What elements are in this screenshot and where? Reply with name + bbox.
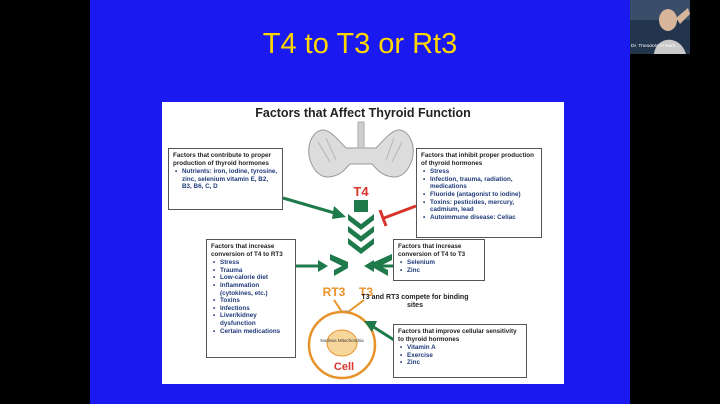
t3-increase-arrow (364, 260, 393, 272)
compete-caption: T3 and RT3 compete for binding sites (361, 294, 469, 309)
presentation-slide: T4 to T3 or Rt3 Factors that Affect Thyr… (90, 0, 630, 404)
webcam-thumbnail[interactable] (630, 0, 690, 54)
presenter-name: Dr. Theodore Friedm... (631, 44, 680, 49)
contribute-factors-box: Factors that contribute to proper produc… (168, 148, 283, 210)
box-heading: Factors that increase conversion of T4 t… (211, 243, 283, 258)
presenter-video-icon (630, 0, 690, 54)
list-item: Liver/kidney dysfunction (213, 312, 291, 327)
t3-label: T3 (359, 285, 373, 299)
diagram-graphics: T4 (282, 121, 417, 380)
cell-diagram (307, 310, 377, 380)
inhibit-marker (378, 204, 417, 227)
list-item: Autoimmune disease: Celiac (423, 214, 537, 222)
list-item: Fluoride (antagonist to iodine) (423, 191, 537, 199)
box-heading: Factors that contribute to proper produc… (173, 152, 271, 167)
rt3-label: RT3 (323, 285, 346, 299)
t4-label: T4 (353, 184, 369, 199)
factor-list: Stress Trauma Low-calorie diet Inflammat… (211, 259, 291, 335)
list-item: Zinc (400, 359, 522, 367)
list-item: Nutrients: iron, iodine, tyrosine, zinc,… (175, 168, 278, 191)
thyroid-diagram: Factors that Affect Thyroid Function T4 (162, 102, 564, 384)
factor-list: Stress Infection, trauma, radiation, med… (421, 168, 537, 221)
increase-rt3-factors-box: Factors that increase conversion of T4 t… (206, 239, 296, 358)
factor-list: Vitamin A Exercise Zinc (398, 344, 522, 367)
list-item: Selenium (400, 259, 480, 267)
t4-conversion-arrow (330, 200, 392, 276)
increase-t3-factors-box: Factors that increase conversion of T4 t… (393, 239, 485, 281)
list-item: Low-calorie diet (213, 274, 291, 282)
list-item: Inflammation (cytokines, etc.) (213, 282, 291, 297)
list-item: Vitamin A (400, 344, 522, 352)
sensitivity-factors-box: Factors that improve cellular sensitivit… (393, 324, 527, 378)
list-item: Toxins: pesticides, mercury, cadmium, le… (423, 199, 537, 214)
list-item: Stress (423, 168, 537, 176)
list-item: Zinc (400, 267, 480, 275)
nucleus-label: Nucleus Mitochondria (320, 338, 364, 343)
slide-title: T4 to T3 or Rt3 (262, 28, 458, 60)
box-heading: Factors that improve cellular sensitivit… (398, 328, 517, 343)
factor-list: Selenium Zinc (398, 259, 480, 274)
list-item: Certain medications (213, 328, 291, 336)
inhibit-factors-box: Factors that inhibit proper production o… (416, 148, 542, 238)
list-item: Trauma (213, 267, 291, 275)
list-item: Toxins (213, 297, 291, 305)
nucleus-label-text: Nucleus Mitochondria (320, 338, 364, 343)
diagram-title: Factors that Affect Thyroid Function (255, 106, 471, 120)
list-item: Infections (213, 305, 291, 313)
box-heading: Factors that inhibit proper production o… (421, 152, 534, 167)
box-heading: Factors that increase conversion of T4 t… (398, 243, 466, 258)
cell-label: Cell (334, 361, 354, 373)
sensitivity-arrow (364, 321, 395, 342)
list-item: Exercise (400, 352, 522, 360)
thyroid-gland-icon (308, 121, 414, 178)
rt3-increase-arrow (296, 260, 328, 272)
list-item: Infection, trauma, radiation, medication… (423, 176, 537, 191)
contribute-arrow (282, 196, 346, 219)
factor-list: Nutrients: iron, iodine, tyrosine, zinc,… (173, 168, 278, 191)
list-item: Stress (213, 259, 291, 267)
